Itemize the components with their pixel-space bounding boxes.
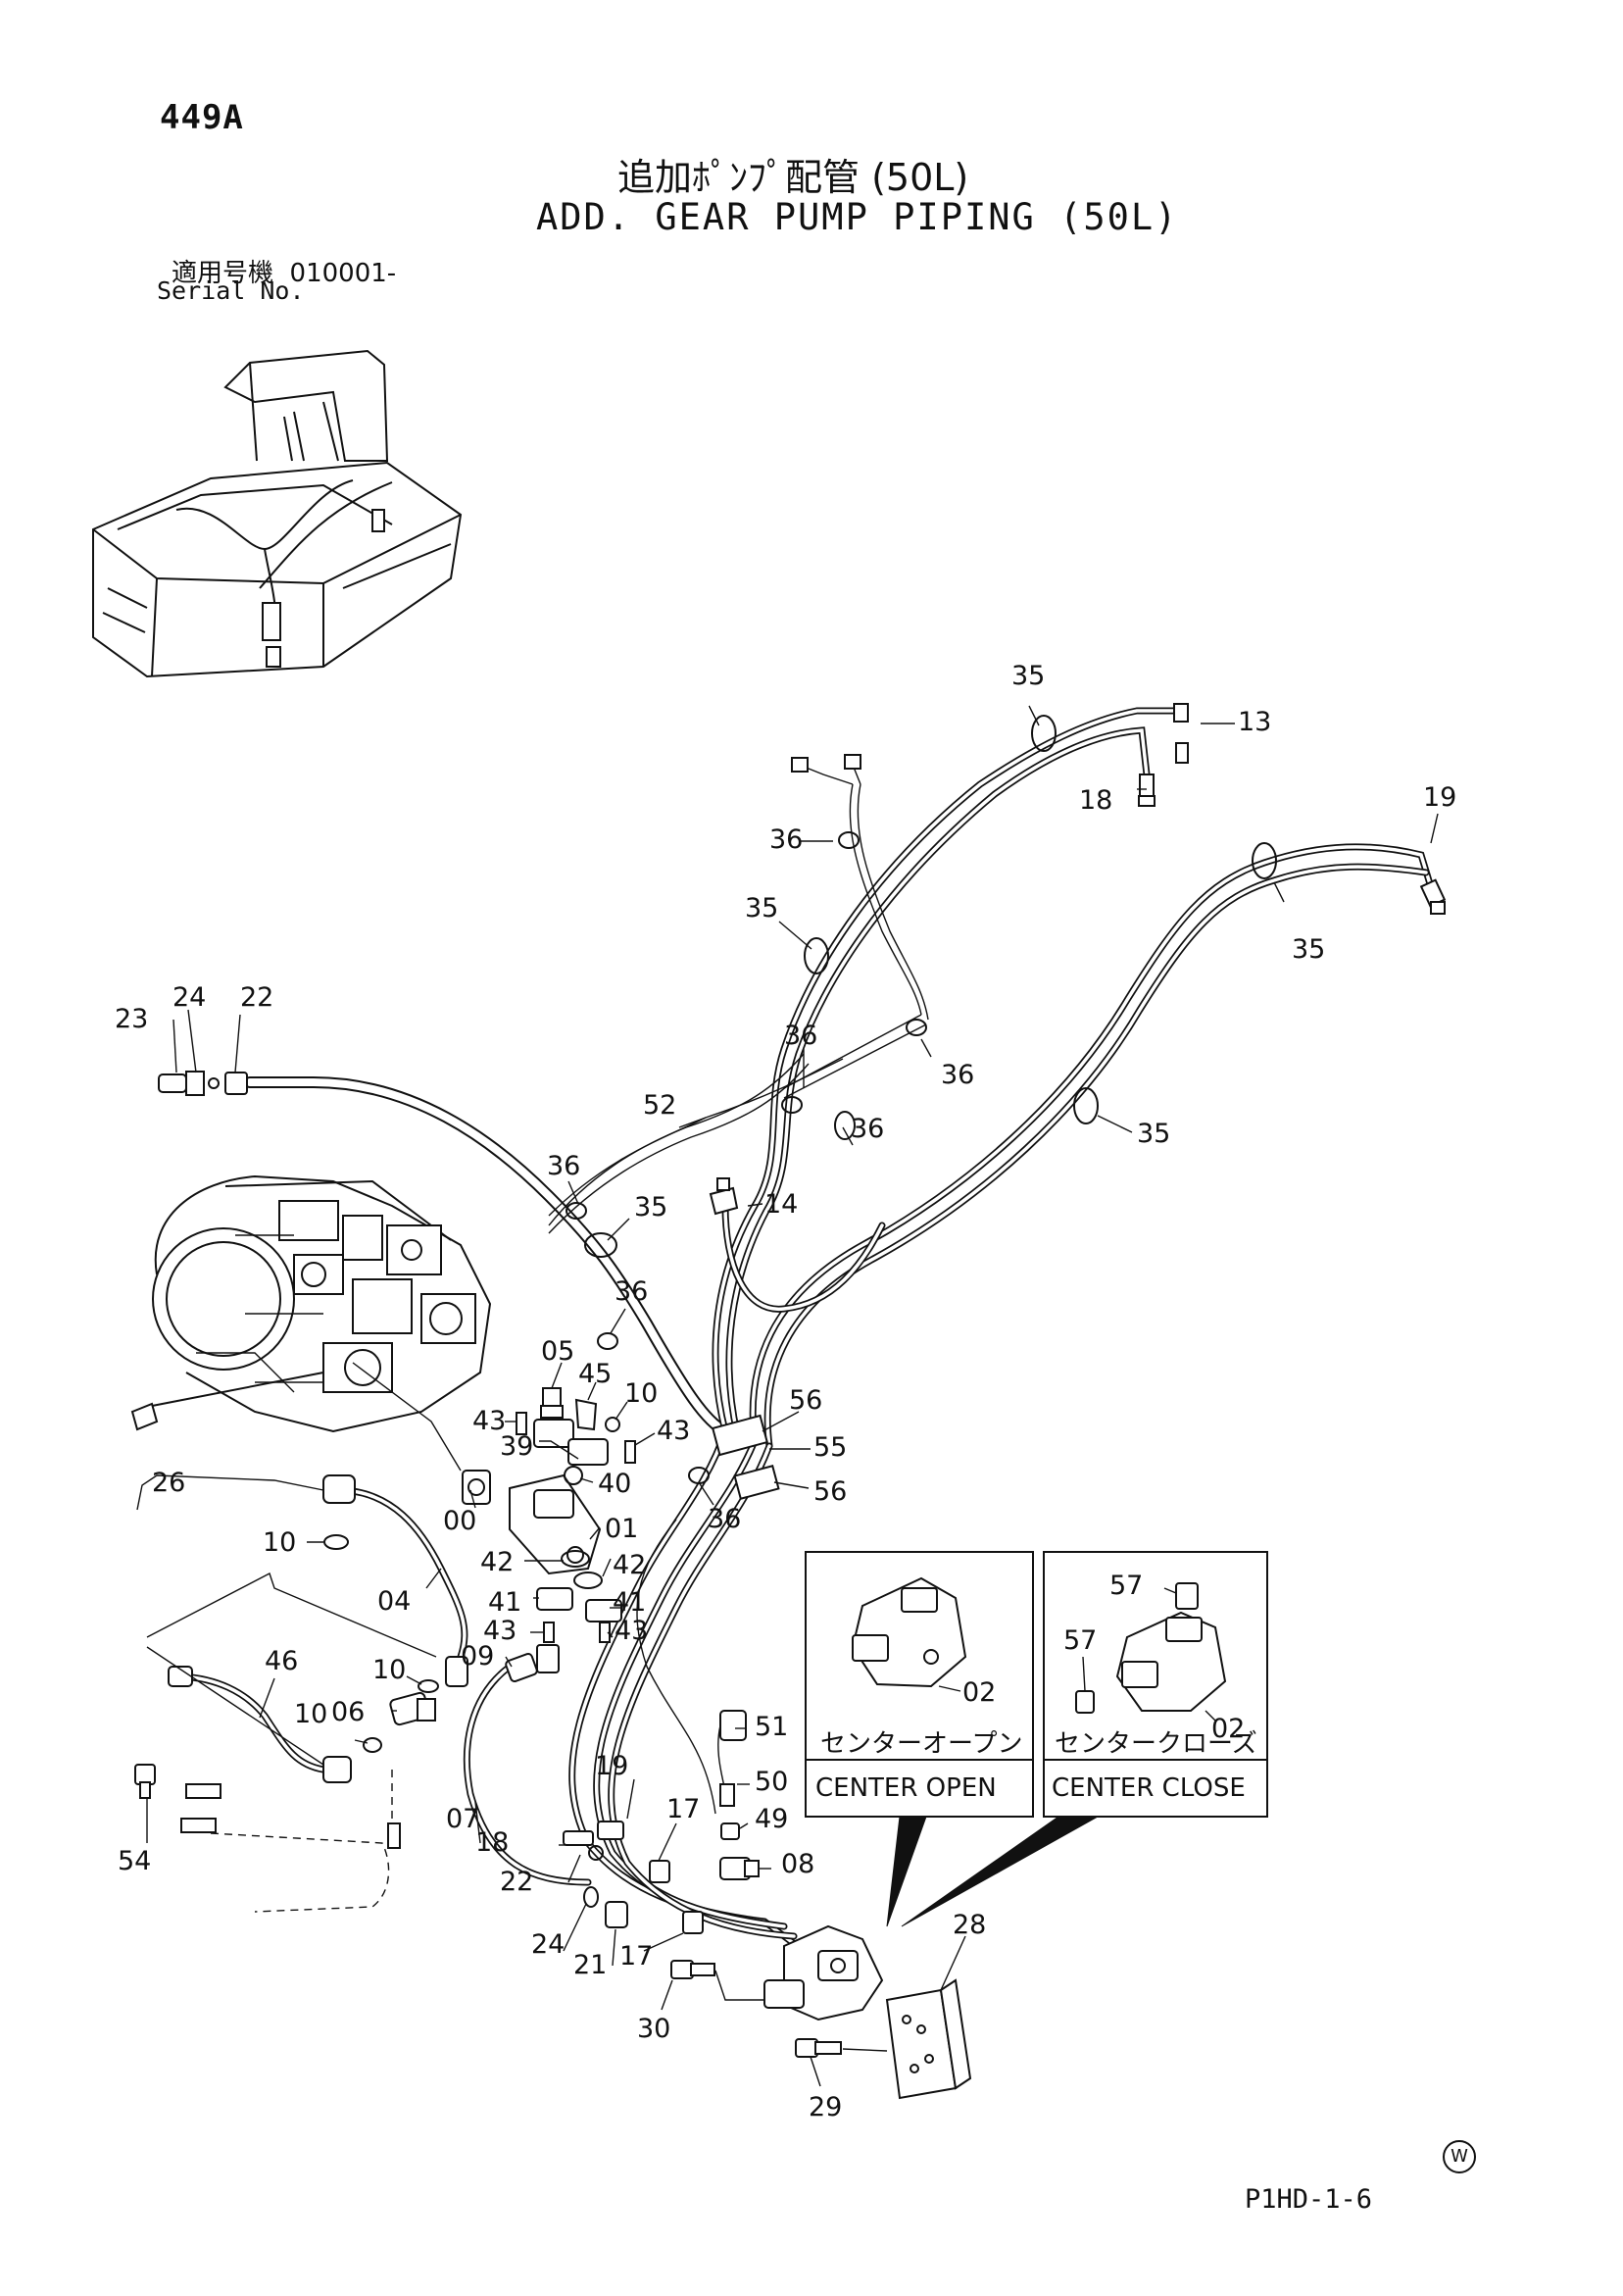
callout-label: 26 — [152, 1468, 185, 1498]
callout-label: 21 — [573, 1950, 607, 1980]
hose-network — [177, 707, 1435, 1955]
fittings — [130, 703, 1447, 2100]
center-close-part-c: 02 — [1211, 1714, 1245, 1744]
pump-assembly — [146, 1174, 492, 1433]
serial-value: 010001- — [289, 259, 397, 288]
callout-label: 24 — [531, 1929, 565, 1960]
callout-label: 39 — [500, 1431, 533, 1462]
callout-label: 23 — [115, 1004, 148, 1034]
callout-label: 46 — [265, 1646, 298, 1676]
callout-label: 29 — [809, 2092, 842, 2122]
callout-label: 35 — [745, 893, 778, 923]
callout-label: 54 — [118, 1846, 151, 1876]
serial-label-en: Serial No. — [157, 276, 305, 305]
callout-label: 00 — [443, 1506, 476, 1536]
callout-label: 10 — [624, 1378, 658, 1409]
callout-label: 10 — [294, 1699, 327, 1729]
center-close-caption-en: CENTER CLOSE — [1052, 1773, 1246, 1803]
center-open-part: 02 — [962, 1677, 996, 1708]
callout-label: 35 — [634, 1192, 667, 1223]
page-number: 449A — [160, 98, 244, 137]
callout-label: 18 — [475, 1827, 509, 1858]
callout-label: 51 — [755, 1712, 788, 1742]
callout-label: 41 — [613, 1587, 646, 1618]
callout-label: 36 — [615, 1276, 648, 1307]
callout-label: 13 — [1238, 707, 1271, 737]
callout-label: 50 — [755, 1767, 788, 1797]
callout-label: 43 — [615, 1616, 648, 1646]
center-close-part-b: 57 — [1063, 1625, 1097, 1656]
callout-label: 56 — [789, 1385, 822, 1416]
callout-label: 17 — [666, 1794, 700, 1824]
callout-label: 42 — [613, 1550, 646, 1580]
callout-label: 42 — [480, 1547, 514, 1577]
clamps — [566, 715, 1277, 1500]
callout-label: 43 — [483, 1616, 516, 1646]
callout-label: 36 — [769, 824, 803, 855]
leader-lines — [136, 705, 1439, 2087]
title-english: ADD. GEAR PUMP PIPING (50L) — [536, 196, 1179, 238]
callout-label: 09 — [461, 1641, 494, 1672]
callout-label: 43 — [657, 1416, 690, 1446]
callout-label: 35 — [1292, 934, 1325, 965]
callout-label: 10 — [263, 1527, 296, 1558]
callout-label: 49 — [755, 1804, 788, 1834]
callout-label: 19 — [1423, 782, 1456, 813]
callout-label: 22 — [500, 1867, 533, 1897]
w-mark-icon: W — [1443, 2140, 1476, 2173]
callout-label: 36 — [941, 1060, 974, 1090]
callout-label: 28 — [953, 1910, 986, 1940]
callout-label: 36 — [708, 1504, 741, 1534]
callout-label: 07 — [446, 1804, 479, 1834]
callout-label: 52 — [643, 1090, 676, 1121]
callout-label: 10 — [372, 1655, 406, 1685]
center-open-caption-jp: センターオープン — [820, 1729, 1022, 1759]
callout-label: 43 — [472, 1406, 506, 1436]
callout-label: 36 — [784, 1021, 817, 1051]
callout-label: 22 — [240, 982, 273, 1013]
inset-center-close: 57 57 02 センタークローズ CENTER CLOSE — [901, 1551, 1268, 1927]
callout-label: 17 — [619, 1941, 653, 1972]
serial-row: 適用号機 010001- — [172, 253, 396, 289]
machine-thumbnail — [92, 349, 463, 678]
center-open-caption-en: CENTER OPEN — [815, 1773, 997, 1803]
footer-code: P1HD-1-6 — [1245, 2184, 1373, 2215]
callout-label: 19 — [595, 1751, 628, 1781]
callout-label: 41 — [488, 1587, 521, 1618]
callout-label: 30 — [637, 2014, 670, 2044]
center-close-part-a: 57 — [1109, 1571, 1143, 1601]
callout-label: 06 — [331, 1697, 365, 1727]
callout-label: 04 — [377, 1586, 411, 1617]
callout-label: 40 — [598, 1469, 631, 1499]
callout-label: 05 — [541, 1336, 574, 1367]
callout-label: 24 — [172, 982, 206, 1013]
callout-label: 18 — [1079, 785, 1112, 816]
callout-label: 01 — [605, 1514, 638, 1544]
callout-label: 08 — [781, 1849, 814, 1879]
callout-label: 35 — [1011, 661, 1045, 691]
serial-label-jp: 適用号機 — [172, 259, 274, 288]
callout-label: 14 — [764, 1189, 798, 1220]
title-japanese: 追加ﾎﾟﾝﾌﾟ配管 (50L) — [617, 156, 969, 199]
callout-label: 55 — [813, 1432, 847, 1463]
callout-label: 36 — [851, 1114, 884, 1144]
callout-label: 56 — [813, 1476, 847, 1507]
inset-center-open: 02 センターオープン CENTER OPEN — [805, 1551, 1034, 1927]
callout-labels: 35 13 18 19 36 35 35 24 22 23 36 36 52 3… — [115, 661, 1456, 2122]
callout-label: 45 — [578, 1359, 612, 1389]
center-close-caption-jp: センタークローズ — [1055, 1729, 1257, 1759]
callout-label: 35 — [1137, 1119, 1170, 1149]
callout-label: 36 — [547, 1151, 580, 1181]
